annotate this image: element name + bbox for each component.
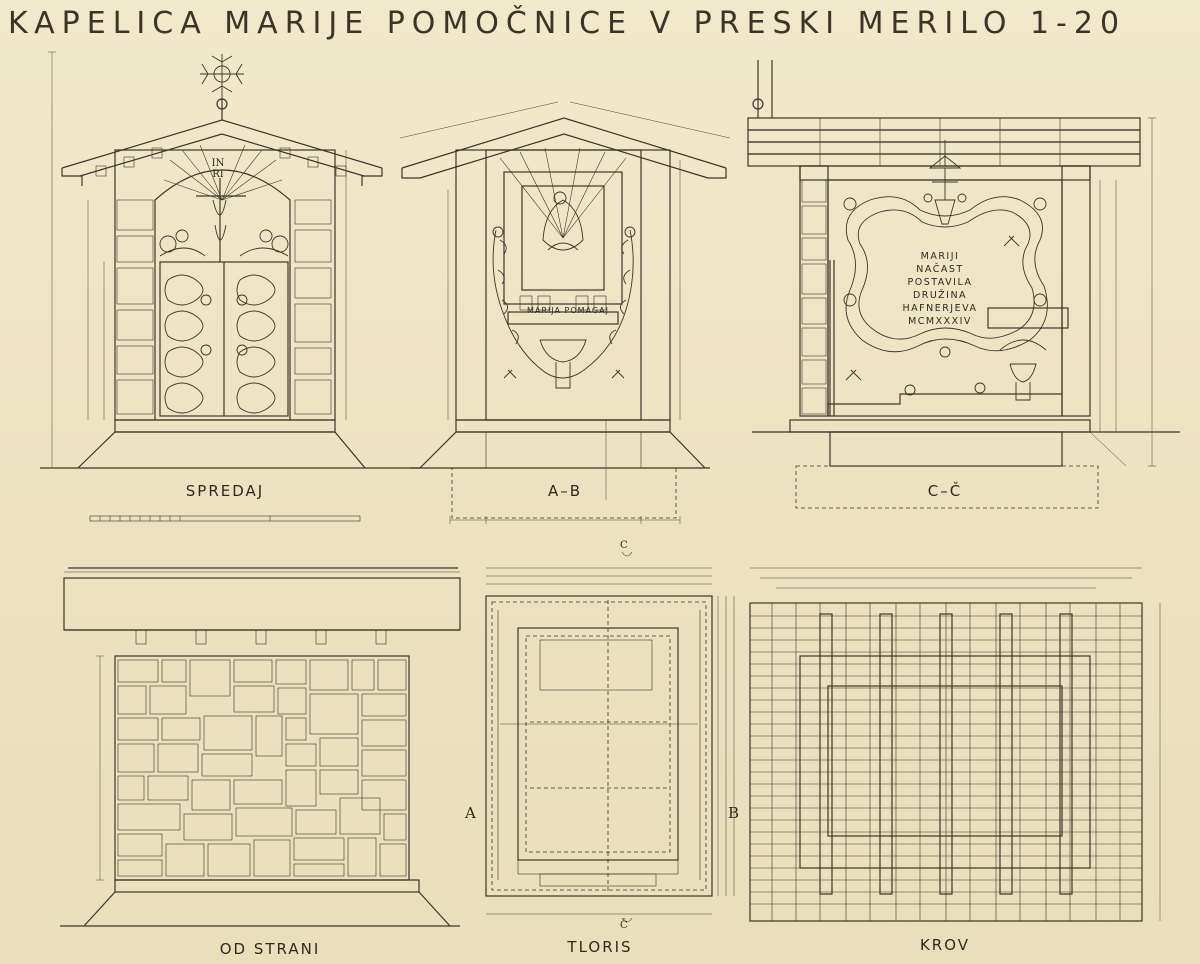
side-view-label: OD STRANI (219, 940, 321, 958)
side-view (60, 567, 461, 927)
roof-view (749, 567, 1161, 922)
section-mark-cc: Č (620, 920, 628, 931)
section-cc-view (747, 60, 1180, 509)
sheet-title: KAPELICA MARIJE POMOČNICE V PRESKI MERIL… (8, 6, 1127, 41)
roof-view-label: KROV (919, 936, 971, 954)
inscription-line: DRUŽINA (912, 290, 968, 301)
section-mark-c: C (620, 540, 628, 551)
inri-line-2: RI (212, 169, 224, 180)
inscription-line: POSTAVILA (907, 277, 973, 288)
inscription-line: HAFNERJEVA (902, 303, 978, 314)
dedication-inscription: MARIJI NAČAST POSTAVILA DRUŽINA HAFNERJE… (890, 250, 990, 328)
section-cc-label: C–Č (927, 482, 963, 500)
plan-view-label: TLORIS (567, 938, 633, 956)
inscription-line: MCMXXXIV (908, 316, 972, 327)
section-ab-label: A–B (547, 482, 583, 500)
inscription-line: NAČAST (916, 264, 964, 275)
section-mark-b: B (728, 804, 740, 822)
section-mark-a: A (465, 804, 476, 822)
plan-view (485, 551, 735, 923)
front-view-label: SPREDAJ (185, 482, 265, 500)
section-ab-view (399, 101, 731, 524)
inri-plaque: IN RI (198, 158, 238, 180)
front-view (40, 51, 420, 522)
inscription-line: MARIJI (920, 251, 960, 262)
inri-line-1: IN (211, 158, 225, 169)
marija-pomagaj-banner: MARIJA POMAGAJ (527, 306, 609, 315)
